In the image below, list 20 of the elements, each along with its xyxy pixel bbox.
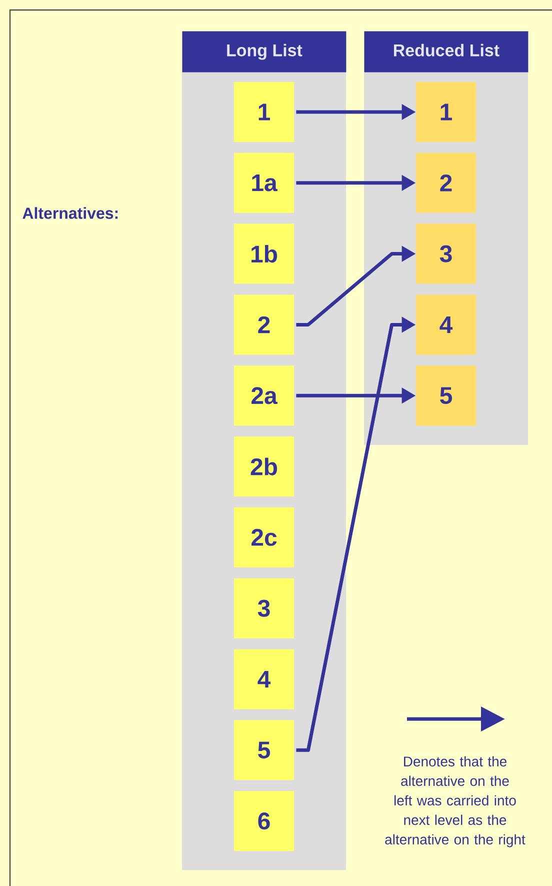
item-box: 2b [234, 436, 294, 496]
item-box: 3 [234, 578, 294, 638]
item-box: 2 [416, 152, 476, 213]
node-label: Long List [227, 44, 302, 60]
node-label: Reduced List [394, 44, 500, 56]
item-box: 5 [416, 366, 476, 426]
item-box: 2 [234, 294, 294, 355]
item-box: 2a [234, 366, 294, 426]
item-box: 1 [234, 82, 294, 142]
item-box: 1a [234, 152, 294, 213]
item-box: 6 [234, 791, 294, 851]
item-box: 1b [234, 224, 294, 284]
item-box: 2c [234, 507, 294, 568]
item-box: 1 [416, 82, 476, 142]
item-box: 4 [416, 294, 476, 355]
item-box: 5 [234, 720, 294, 780]
legend-text: Denotes that the alternative on the left was carried into next level as the alternative on the right [385, 756, 526, 848]
side-label: Alternatives: [22, 207, 118, 219]
item-box: 4 [234, 649, 294, 710]
item-box: 3 [416, 224, 476, 284]
